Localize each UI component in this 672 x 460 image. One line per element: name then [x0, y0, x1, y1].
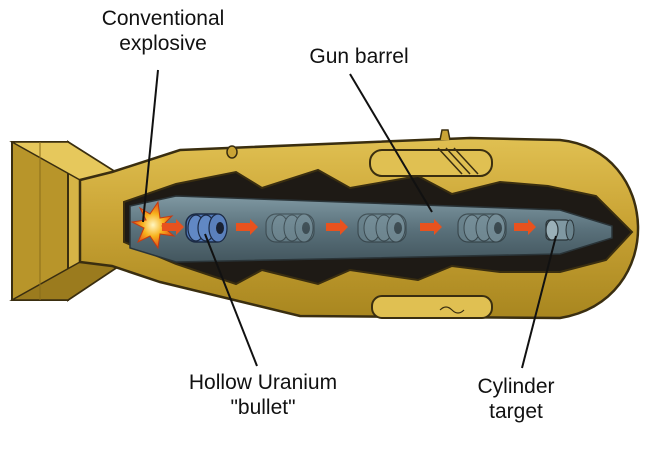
- leader-lines: [142, 69, 557, 369]
- casing-lug: [226, 145, 238, 159]
- leader-target: [521, 235, 557, 369]
- label-line: Gun barrel: [309, 45, 409, 68]
- label-line: Hollow Uranium: [188, 371, 338, 394]
- cylinder-target: [545, 219, 575, 241]
- label-gun-barrel: Gun barrel: [284, 44, 434, 69]
- label-line: explosive: [119, 32, 207, 55]
- bottom-hatch: [371, 295, 493, 319]
- label-line: Cylinder: [477, 375, 555, 398]
- bullet-ghost-3: [457, 213, 507, 243]
- label-line: target: [489, 400, 543, 423]
- label-conventional-explosive: Conventional explosive: [78, 6, 248, 56]
- leader-barrel: [349, 73, 433, 213]
- label-line: Conventional: [101, 7, 225, 30]
- label-hollow-uranium-bullet: Hollow Uranium "bullet": [168, 370, 358, 420]
- label-line: "bullet": [230, 396, 296, 419]
- hollow-uranium-bullet: [185, 213, 228, 243]
- explosion-icon: [130, 200, 176, 250]
- bullet-ghost-1: [265, 213, 315, 243]
- bullet-ghost-2: [357, 213, 407, 243]
- leader-explosive: [142, 69, 159, 223]
- top-hatch: [369, 147, 493, 177]
- leader-bullet: [204, 233, 258, 367]
- label-cylinder-target: Cylinder target: [456, 374, 576, 424]
- arrow-right-icon: [162, 219, 536, 235]
